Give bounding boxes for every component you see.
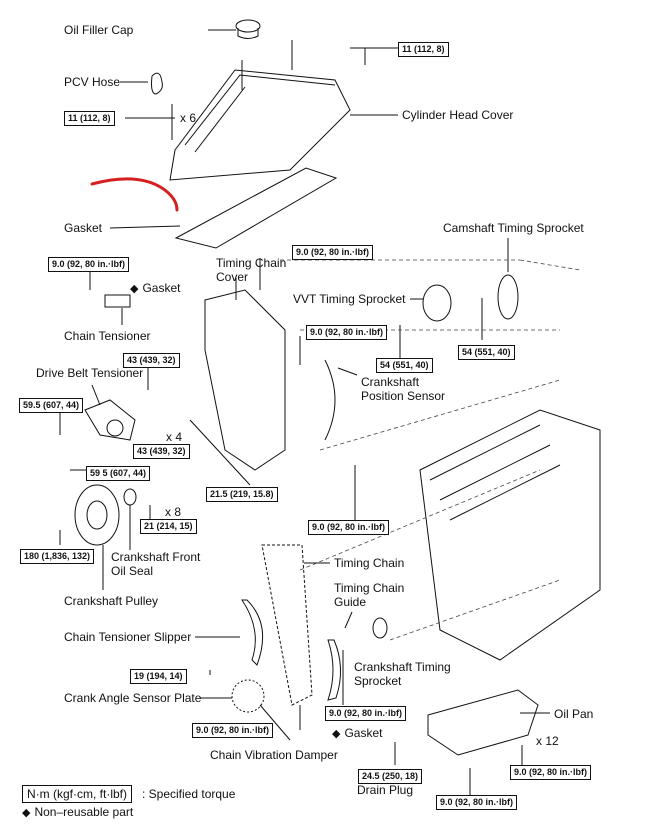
label-gasket: Gasket [64,221,103,235]
torque-spec-box: 24.5 (250, 18) [358,769,423,784]
label-timing-chain-cover-line1: Timing Chain [216,256,287,270]
qty-x4: x 4 [166,430,183,444]
red-annotation-arrow [90,177,179,212]
qty-x8: x 8 [165,505,182,519]
timing-chain-cover-part [204,289,286,471]
label-timing-chain: Timing Chain [334,556,405,570]
non-reusable-diamond: ◆ [332,728,341,740]
torque-spec-box: 9.0 (92, 80 in.·lbf) [308,520,390,535]
torque-spec-box: 59 5 (607, 44) [86,466,151,481]
torque-spec-box: 9.0 (92, 80 in.·lbf) [510,765,592,780]
non-reusable-diamond: ◆ [22,807,31,819]
torque-spec-box: 11 (112, 8) [64,111,115,126]
label-oil-filler-cap: Oil Filler Cap [64,23,134,37]
gasket-part [174,167,338,249]
label-timing-chain-guide-line2: Guide [334,595,367,609]
label-crankshaft-position-sensor-line1: Crankshaft [361,375,420,389]
crank-angle-sensor-plate-part [231,679,265,713]
label-crankshaft-position-sensor-line2: Position Sensor [361,389,446,403]
qty-x6: x 6 [180,111,197,125]
label-crankshaft-timing-sprocket-line1: Crankshaft Timing [354,660,451,674]
label-drain-plug: Drain Plug [357,783,414,797]
label-chain-tensioner-slipper: Chain Tensioner Slipper [64,630,192,644]
torque-spec-box: 9.0 (92, 80 in.·lbf) [192,723,274,738]
torque-spec-box: 59.5 (607, 44) [19,398,84,413]
legend-non-reusable-text: Non–reusable part [34,805,134,819]
chain-tensioner-part [104,294,131,308]
label-vvt-timing-sprocket: VVT Timing Sprocket [293,292,406,306]
label-camshaft-timing-sprocket: Camshaft Timing Sprocket [443,221,584,235]
drive-belt-tensioner-part [84,399,136,441]
qty-x12: x 12 [536,734,559,748]
label-chain-vibration-damper: Chain Vibration Damper [210,748,338,762]
label-cylinder-head-cover: Cylinder Head Cover [402,108,514,122]
torque-spec-box: 9.0 (92, 80 in.·lbf) [48,257,130,272]
torque-spec-box: 9.0 (92, 80 in.·lbf) [436,795,518,810]
engine-block-part [419,409,601,661]
cylinder-head-cover-part [169,69,351,181]
label-timing-chain-cover-line2: Cover [216,270,249,284]
legend-specified-torque: : Specified torque [142,787,236,801]
crankshaft-front-oil-seal-part [123,488,137,506]
crankshaft-pulley-part [74,484,120,546]
non-reusable-diamond: ◆ [130,283,139,295]
torque-spec-box: 9.0 (92, 80 in.·lbf) [306,325,388,340]
crankshaft-position-sensor-part [324,359,336,441]
label-crankshaft-pulley: Crankshaft Pulley [64,594,159,608]
torque-spec-box: 54 (551, 40) [458,345,515,360]
pcv-hose-part [151,72,163,95]
label-gasket-oil-pan: ◆Gasket [332,726,382,741]
vvt-timing-sprocket-part [422,284,452,322]
torque-spec-box: 43 (439, 32) [123,353,180,368]
torque-spec-box: 43 (439, 32) [133,444,190,459]
label-chain-tensioner: Chain Tensioner [64,329,151,343]
label-gasket-small-text: Gasket [142,281,181,295]
chain-tensioner-slipper-part [241,599,264,666]
label-oil-pan: Oil Pan [554,707,594,721]
label-pcv-hose: PCV Hose [64,75,121,89]
legend-non-reusable: ◆Non–reusable part [22,805,133,820]
label-timing-chain-guide-line1: Timing Chain [334,581,405,595]
torque-spec-box: 11 (112, 8) [398,42,449,57]
crankshaft-timing-sprocket-part [372,617,388,639]
torque-spec-box: 9.0 (92, 80 in.·lbf) [325,706,407,721]
label-crankshaft-front-oil-seal-line2: Oil Seal [111,564,154,578]
torque-spec-box: 180 (1,836, 132) [20,549,95,564]
label-crank-angle-sensor-plate: Crank Angle Sensor Plate [64,691,202,705]
legend-unit-box: N·m (kgf·cm, ft·lbf) [22,785,132,803]
label-crankshaft-timing-sprocket-line2: Sprocket [354,674,402,688]
torque-spec-box: 54 (551, 40) [376,358,433,373]
label-gasket-tensioner: ◆Gasket [130,281,180,296]
label-drive-belt-tensioner: Drive Belt Tensioner [36,366,144,380]
torque-spec-box: 21.5 (219, 15.8) [206,487,278,502]
torque-spec-box: 21 (214, 15) [140,519,197,534]
timing-chain-guide-part [327,639,341,701]
label-crankshaft-front-oil-seal-line1: Crankshaft Front [111,550,201,564]
oil-pan-part [427,689,539,756]
camshaft-timing-sprocket-part [497,274,519,320]
torque-spec-box: 9.0 (92, 80 in.·lbf) [292,245,374,260]
label-gasket-oil-pan-text: Gasket [344,726,383,740]
torque-spec-box: 19 (194, 14) [130,669,187,684]
timing-chain-part [261,544,313,706]
oil-filler-cap-part [235,19,261,33]
